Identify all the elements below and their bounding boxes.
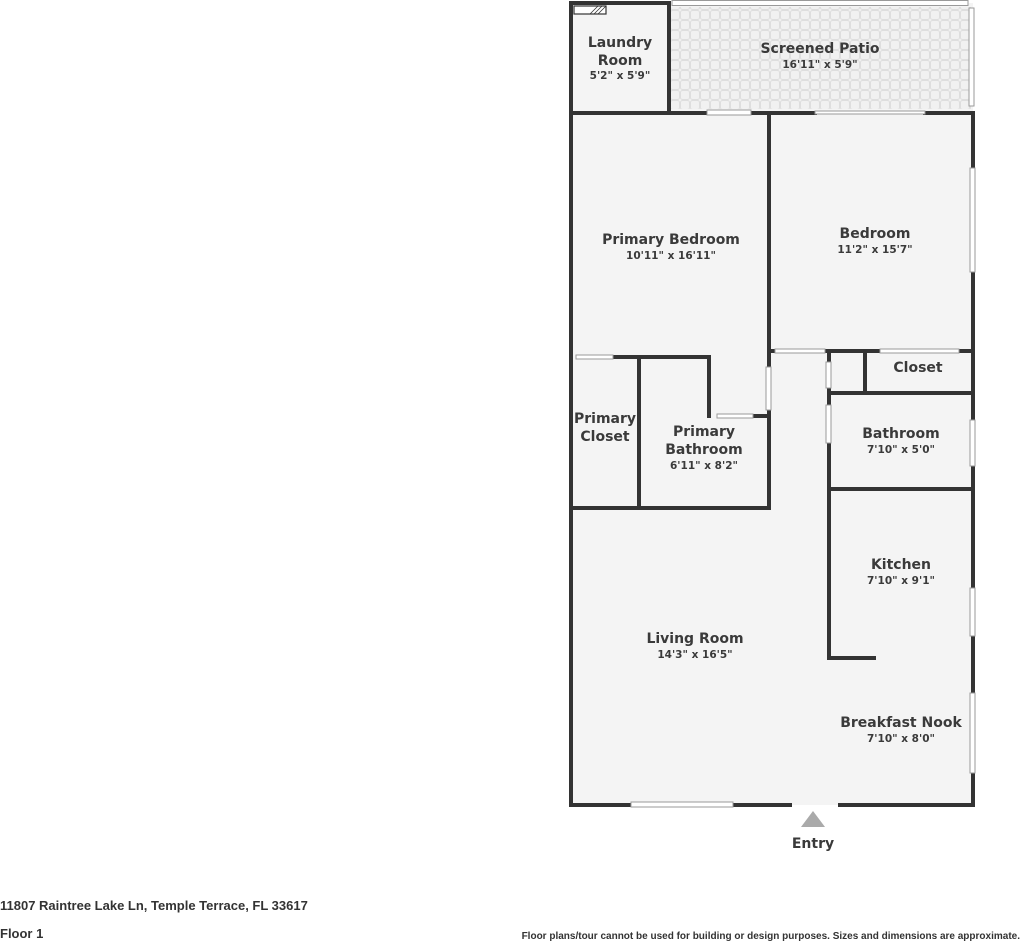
closet-label: Closet [893, 360, 943, 376]
primary-closet-label-2: Closet [580, 429, 630, 445]
breakfast-nook-label: Breakfast Nook [840, 715, 962, 731]
patio-floor [671, 7, 971, 109]
primary-bedroom-dims: 10'11" x 16'11" [626, 250, 716, 262]
laundry-room-dims: 5'2" x 5'9" [590, 70, 651, 82]
bathroom-dims: 7'10" x 5'0" [867, 444, 935, 456]
interior-floor [571, 3, 973, 805]
disclaimer-text: Floor plans/tour cannot be used for buil… [521, 931, 1020, 942]
bedroom-label: Bedroom [840, 226, 911, 242]
primary-bathroom-label-1: Primary [673, 424, 735, 440]
living-room-dims: 14'3" x 16'5" [657, 649, 732, 661]
laundry-room-label-1: Laundry [588, 35, 652, 51]
screened-patio-label: Screened Patio [760, 41, 879, 57]
kitchen-label: Kitchen [871, 557, 931, 573]
breakfast-nook-dims: 7'10" x 8'0" [867, 733, 935, 745]
primary-bathroom-dims: 6'11" x 8'2" [670, 460, 738, 472]
entry-arrow-icon [801, 811, 825, 827]
property-address: 11807 Raintree Lake Ln, Temple Terrace, … [0, 898, 308, 913]
living-room-label: Living Room [646, 631, 743, 647]
primary-bedroom-label: Primary Bedroom [602, 232, 740, 248]
laundry-vent-hatch [589, 5, 607, 15]
entry-label: Entry [792, 836, 834, 852]
bedroom-dims: 11'2" x 15'7" [837, 244, 912, 256]
primary-bathroom-label-2: Bathroom [665, 442, 743, 458]
bathroom-label: Bathroom [862, 426, 940, 442]
windows [575, 0, 976, 808]
screened-patio-dims: 16'11" x 5'9" [782, 59, 857, 71]
kitchen-dims: 7'10" x 9'1" [867, 575, 935, 587]
laundry-room-label-2: Room [598, 53, 643, 69]
floor-label: Floor 1 [0, 926, 44, 941]
primary-closet-label-1: Primary [574, 411, 636, 427]
